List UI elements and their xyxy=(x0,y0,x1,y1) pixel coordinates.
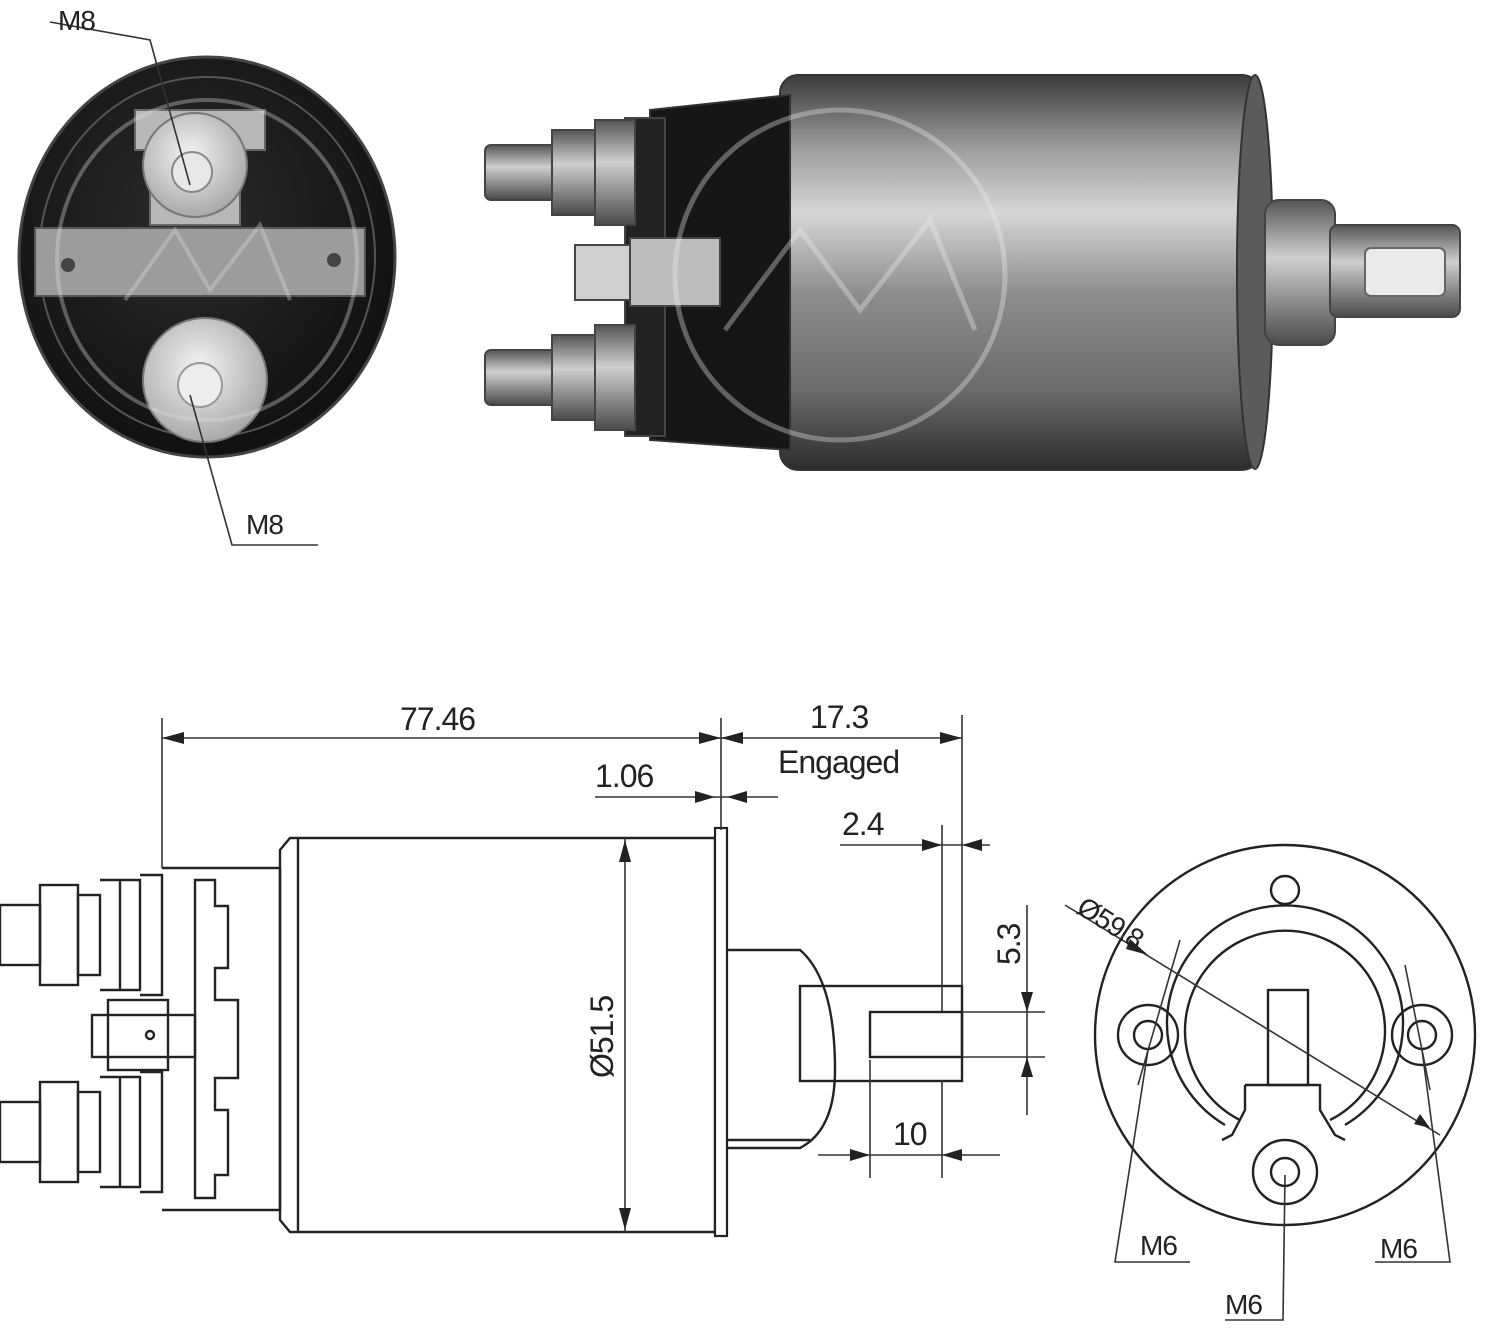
dim-mount-circle-diameter: Ø59.8 xyxy=(1072,891,1149,955)
mount-hole-left xyxy=(1116,1003,1180,1067)
dim-eye-width: 5.3 xyxy=(991,923,1027,965)
photo-side-view xyxy=(484,74,1461,471)
label-top-terminal-m8: M8 xyxy=(58,5,95,36)
photo-end-view: M8 M8 xyxy=(17,5,397,546)
dim-plunger-travel: 17.3 xyxy=(810,699,868,735)
dim-eye-offset: 2.4 xyxy=(842,806,884,842)
dim-overall-length: 77.46 xyxy=(400,701,475,737)
dim-eye-length: 10 xyxy=(893,1116,927,1152)
drawing-spade-terminal xyxy=(90,998,197,1072)
drawing-end-view: Ø59.8 M6 M6 M6 xyxy=(1064,843,1477,1321)
label-mount-m6-bottom: M6 xyxy=(1225,1289,1262,1320)
label-bottom-terminal-m8: M8 xyxy=(246,509,283,540)
dim-body-diameter: Ø51.5 xyxy=(584,996,620,1078)
drawing-upper-terminal xyxy=(0,873,164,997)
label-mount-m6-left: M6 xyxy=(1140,1230,1177,1261)
drawing-side-view: 77.46 17.3 Engaged 1.06 2.4 Ø51.5 5.3 10 xyxy=(0,699,1045,1238)
drawing-lower-terminal xyxy=(0,1070,164,1194)
dim-flange-thickness: 1.06 xyxy=(595,758,653,794)
label-engaged: Engaged xyxy=(778,744,899,780)
label-mount-m6-right: M6 xyxy=(1380,1233,1417,1264)
